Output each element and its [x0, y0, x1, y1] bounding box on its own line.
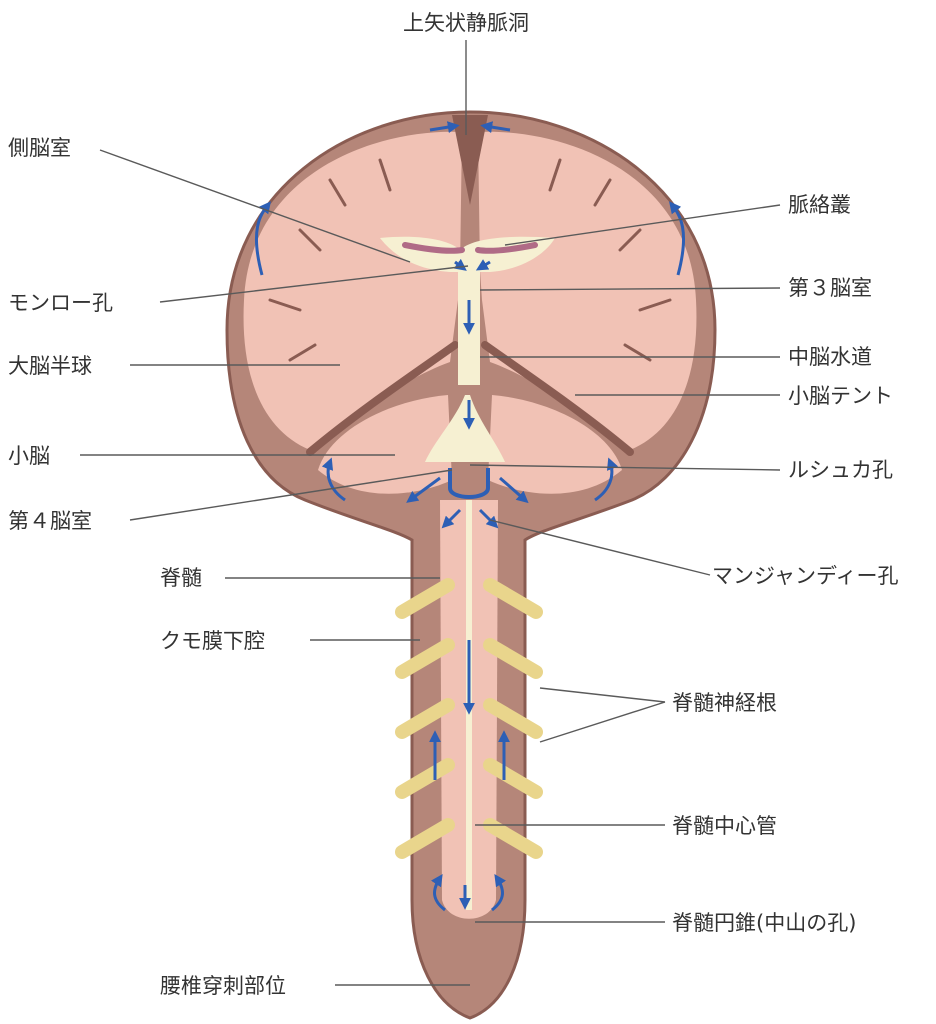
label-central-canal: 脊髄中心管: [672, 814, 777, 838]
label-conus: 脊髄円錐(中山の孔): [672, 911, 856, 935]
label-cerebellum: 小脳: [8, 444, 50, 468]
label-foramen-luschka: ルシュカ孔: [788, 458, 893, 482]
label-spinal-cord: 脊髄: [160, 566, 202, 590]
label-choroid-plexus: 脈絡叢: [788, 193, 851, 217]
label-lateral-ventricle: 側脳室: [8, 136, 71, 160]
label-foramen-magendie: マンジャンディー孔: [712, 564, 898, 588]
label-subarachnoid-space: クモ膜下腔: [160, 629, 265, 653]
label-sagittal-sinus: 上矢状静脈洞: [403, 11, 529, 35]
label-third-ventricle: 第３脳室: [788, 276, 872, 300]
label-nerve-roots: 脊髄神経根: [672, 691, 777, 715]
label-foramen-monro: モンロー孔: [8, 291, 113, 315]
label-cerebral-hemisphere: 大脳半球: [8, 354, 92, 378]
anatomy: [227, 112, 715, 1018]
label-lumbar-puncture: 腰椎穿刺部位: [160, 974, 286, 998]
label-aqueduct: 中脳水道: [788, 345, 872, 369]
label-tentorium: 小脳テント: [788, 384, 893, 408]
label-fourth-ventricle: 第４脳室: [8, 509, 92, 533]
